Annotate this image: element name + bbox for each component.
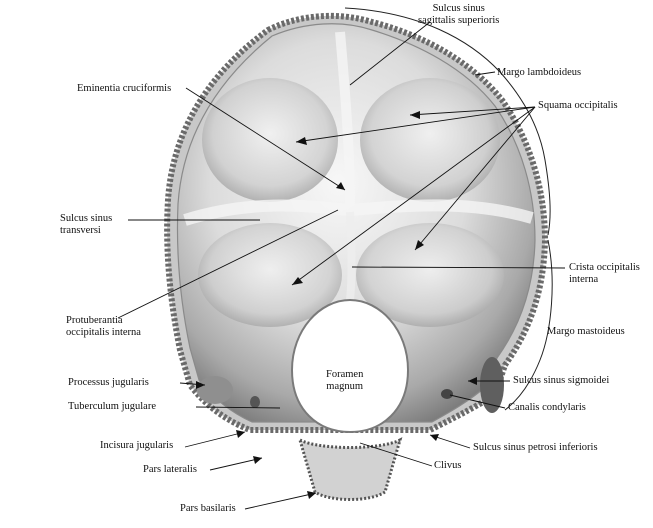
- label-margo-mastoideus: Margo mastoideus: [547, 326, 625, 338]
- jugular-process-left: [197, 376, 233, 404]
- label-eminentia-cruciformis: Eminentia cruciformis: [77, 83, 171, 95]
- label-margo-lambdoideus: Margo lambdoideus: [497, 67, 581, 79]
- label-sulcus-sinus-petrosi-inferioris: Sulcus sinus petrosi inferioris: [473, 442, 598, 454]
- label-pars-basilaris: Pars basilaris: [180, 503, 236, 515]
- foramen-magnum: [292, 300, 408, 432]
- label-canalis-condylaris: Canalis condylaris: [508, 402, 586, 414]
- label-protuberantia-occipitalis-interna: Protuberantia occipitalis interna: [66, 315, 141, 339]
- label-squama-occipitalis: Squama occipitalis: [538, 100, 618, 112]
- label-incisura-jugularis: Incisura jugularis: [100, 440, 173, 452]
- label-foramen-magnum: Foramen magnum: [326, 369, 363, 393]
- condylar-canal: [441, 389, 453, 399]
- pars-basilaris-shape: [300, 440, 400, 500]
- label-pars-lateralis: Pars lateralis: [143, 464, 197, 476]
- label-tuberculum-jugulare: Tuberculum jugulare: [68, 401, 156, 413]
- tuberculum-jugulare-mark: [250, 396, 260, 408]
- label-sulcus-sinus-sigmoidei: Sulcus sinus sigmoidei: [513, 375, 609, 387]
- label-processus-jugularis: Processus jugularis: [68, 377, 149, 389]
- label-clivus: Clivus: [434, 460, 461, 472]
- internal-occipital-crest: [350, 212, 352, 300]
- label-crista-occipitalis-interna: Crista occipitalis interna: [569, 262, 640, 286]
- label-sulcus-sinus-sagittalis-superioris: Sulcus sinus sagittalis superioris: [418, 3, 499, 27]
- label-sulcus-sinus-transversi: Sulcus sinus transversi: [60, 213, 112, 237]
- left-cerebral-fossa: [202, 78, 338, 202]
